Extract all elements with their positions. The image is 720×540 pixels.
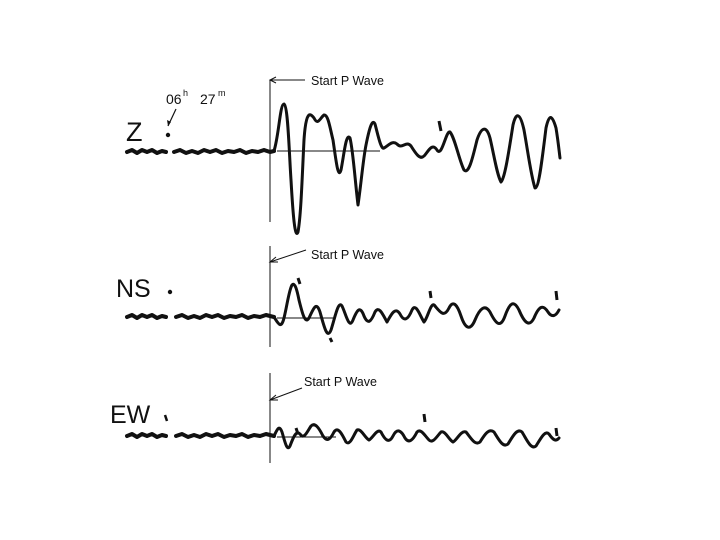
p-arrow-ns [269,249,307,263]
p-arrowhead-z [268,76,277,84]
p-wave-label-ew: Start P Wave [304,375,377,389]
trace-z-pre [125,148,276,155]
tick-marks-ns [296,277,559,343]
channel-ns: NS Start P Wave [116,246,561,347]
time-mark-ew [163,414,169,422]
time-hours-unit: h [183,88,188,98]
channel-ew: EW Start P Wave [110,373,561,463]
trace-ns-wave [272,282,561,335]
p-wave-label-ns: Start P Wave [311,248,384,262]
trace-ew-wave [272,423,561,450]
time-mark-ns [167,289,173,295]
time-minutes: 27 [200,91,216,107]
p-arrowhead-ew [268,394,278,401]
channel-z: Z Start P Wave [125,74,562,235]
p-arrow-ew [269,387,303,401]
time-mark-z [165,132,171,138]
p-arrowhead-ns [268,256,278,263]
channel-label-z: Z [126,117,143,147]
time-minutes-unit: m [218,88,226,98]
tick-mark-z [437,120,443,132]
time-annotation: 06 h 27 m [166,88,226,127]
p-wave-label-z: Start P Wave [311,74,384,88]
trace-ns-pre [125,313,276,320]
channel-label-ew: EW [110,401,151,429]
tick-marks-ew [294,413,559,437]
trace-z-wave [272,102,562,235]
trace-ew-pre [125,432,276,439]
time-hours: 06 [166,91,182,107]
time-pointer-arrowhead [167,120,171,126]
channel-label-ns: NS [116,275,151,303]
